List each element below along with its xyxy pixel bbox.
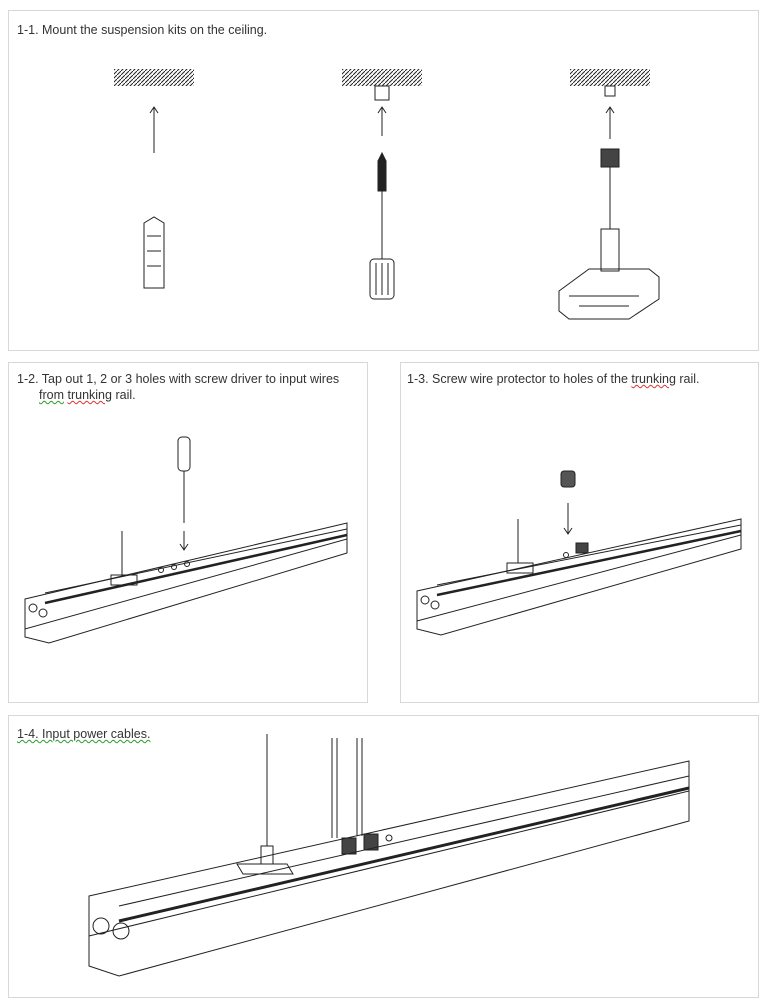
step-1-2-word-from: from [39, 388, 64, 402]
step-1-2-panel: 1-2. Tap out 1, 2 or 3 holes with screw … [8, 362, 368, 703]
step-1-4-caption: 1-4. Input power cables. [17, 727, 151, 741]
step-1-2-word-rail: rail. [115, 388, 136, 402]
screwdriver-rail-illustration [24, 436, 348, 644]
step-1-1-caption: 1-1. Mount the suspension kits on the ce… [17, 23, 268, 37]
step-1-3-panel: 1-3. Screw wire protector to holes of th… [400, 362, 759, 703]
step-1-3-caption: 1-3. Screw wire protector to holes of th… [407, 371, 700, 387]
step-1-3-word-rail: rail. [679, 372, 700, 386]
step-1-1-panel: 1-1. Mount the suspension kits on the ce… [8, 10, 759, 351]
step-1-4-panel: 1-4. Input power cables. [8, 715, 759, 998]
step-1-2-word-trunking: trunking [67, 388, 112, 402]
power-cable-rail-illustration [88, 734, 690, 977]
step-1-2-caption: 1-2. Tap out 1, 2 or 3 holes with screw … [17, 371, 362, 403]
step-1-2-caption-line1: 1-2. Tap out 1, 2 or 3 holes with screw … [17, 372, 340, 386]
step-1-3-word-trunking: trunking [631, 372, 676, 386]
wire-protector-rail-illustration [416, 470, 742, 636]
step-1-3-caption-text: 1-3. Screw wire protector to holes of th… [407, 372, 628, 386]
ceiling-mount-illustration [114, 69, 660, 320]
